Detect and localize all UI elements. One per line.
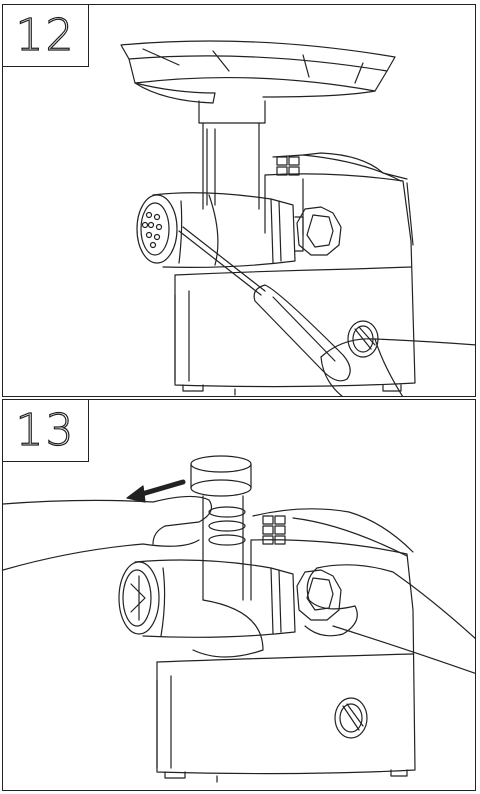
grinder-head	[119, 560, 341, 657]
meat-grinder-illustration	[3, 5, 476, 397]
step-number: 13	[15, 404, 76, 456]
step-13-panel: 13	[2, 399, 476, 791]
control-panel	[253, 509, 413, 556]
food-tray	[121, 41, 395, 103]
control-panel	[273, 153, 407, 181]
motor-housing	[175, 174, 415, 395]
motor-housing	[157, 540, 415, 782]
step-number: 12	[15, 9, 76, 61]
screwdriver-illustration	[179, 227, 350, 381]
hand-illustration	[3, 496, 211, 570]
step-number-box: 13	[3, 400, 89, 462]
meat-grinder-illustration	[3, 400, 476, 791]
feeding-tube	[199, 101, 265, 209]
step-number-box: 12	[3, 5, 89, 67]
arrow-left-icon	[127, 482, 183, 502]
step-12-panel: 12	[2, 4, 476, 397]
feeding-tube	[191, 456, 251, 600]
grinder-head	[137, 193, 341, 268]
hand-illustration	[305, 565, 476, 674]
hand-illustration	[321, 339, 476, 397]
